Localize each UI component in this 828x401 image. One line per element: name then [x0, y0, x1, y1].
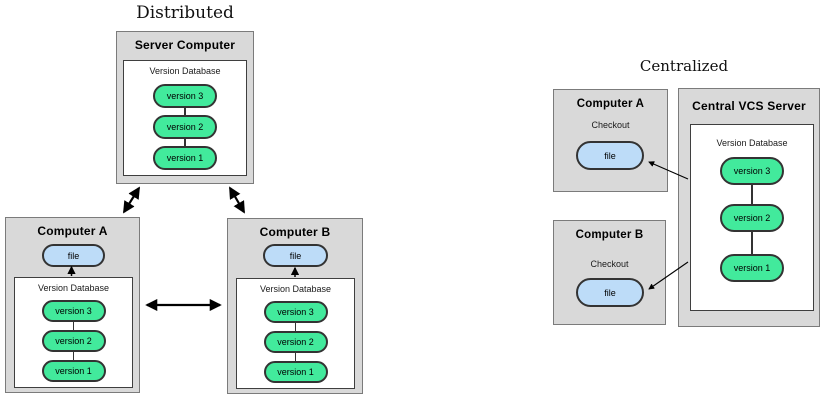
- pill-connector: [751, 232, 753, 254]
- pill-connector: [72, 322, 75, 330]
- centralized-computer-a-box: Computer A Checkout file: [553, 89, 668, 192]
- computer-b-label: Computer B: [575, 229, 644, 241]
- computer-b-box: Computer B file Version Database version…: [227, 218, 363, 394]
- checkout-label: Checkout: [591, 120, 630, 130]
- version-pill: version 3: [153, 84, 217, 108]
- version-database-label: Version Database: [259, 284, 332, 294]
- pill-connector: [184, 108, 186, 115]
- version-pill: version 2: [263, 331, 328, 353]
- file-pill: file: [576, 141, 644, 170]
- centralized-computer-b-box: Computer B Checkout file: [553, 220, 666, 325]
- pill-connector: [294, 323, 297, 331]
- version-pill: version 3: [263, 301, 328, 323]
- centralized-title: Centralized: [639, 57, 729, 75]
- file-pill: file: [42, 244, 105, 267]
- version-database-label: Version Database: [149, 66, 221, 76]
- central-vcs-server-label: Central VCS Server: [692, 99, 806, 113]
- server-version-database-box: Version Database version 3 version 2 ver…: [123, 60, 247, 176]
- version-pill: version 2: [41, 330, 106, 352]
- distributed-title: Distributed: [136, 3, 234, 23]
- version-database-label: Version Database: [37, 283, 110, 293]
- checkout-label: Checkout: [590, 259, 629, 269]
- version-pill: version 1: [153, 146, 217, 170]
- version-pill: version 1: [41, 360, 106, 382]
- file-pill: file: [576, 278, 644, 307]
- computer-b-label: Computer B: [259, 225, 331, 239]
- pill-connector: [184, 139, 186, 146]
- server-computer-label: Server Computer: [134, 38, 236, 52]
- pill-connector: [294, 353, 297, 361]
- file-pill: file: [263, 244, 328, 267]
- computer-a-label: Computer A: [576, 98, 645, 110]
- version-pill: version 2: [720, 204, 784, 232]
- version-pill: version 3: [41, 300, 106, 322]
- central-server-version-database-box: Version Database version 3 version 2 ver…: [690, 124, 814, 311]
- version-pill: version 3: [720, 157, 784, 185]
- version-pill: version 2: [153, 115, 217, 139]
- pill-connector: [751, 185, 753, 204]
- version-pill: version 1: [263, 361, 328, 383]
- computer-a-box: Computer A file Version Database version…: [5, 217, 140, 393]
- version-database-label: Version Database: [716, 138, 788, 148]
- arrow-server-computer-b: [229, 186, 245, 214]
- pill-connector: [72, 352, 75, 360]
- version-pill: version 1: [720, 254, 784, 282]
- computer-b-version-database-box: Version Database version 3 version 2 ver…: [236, 278, 355, 389]
- computer-a-version-database-box: Version Database version 3 version 2 ver…: [14, 277, 133, 388]
- computer-a-label: Computer A: [37, 224, 108, 238]
- central-vcs-server-box: Central VCS Server Version Database vers…: [678, 88, 820, 327]
- arrow-server-computer-a: [123, 186, 140, 214]
- server-computer-box: Server Computer Version Database version…: [116, 31, 254, 184]
